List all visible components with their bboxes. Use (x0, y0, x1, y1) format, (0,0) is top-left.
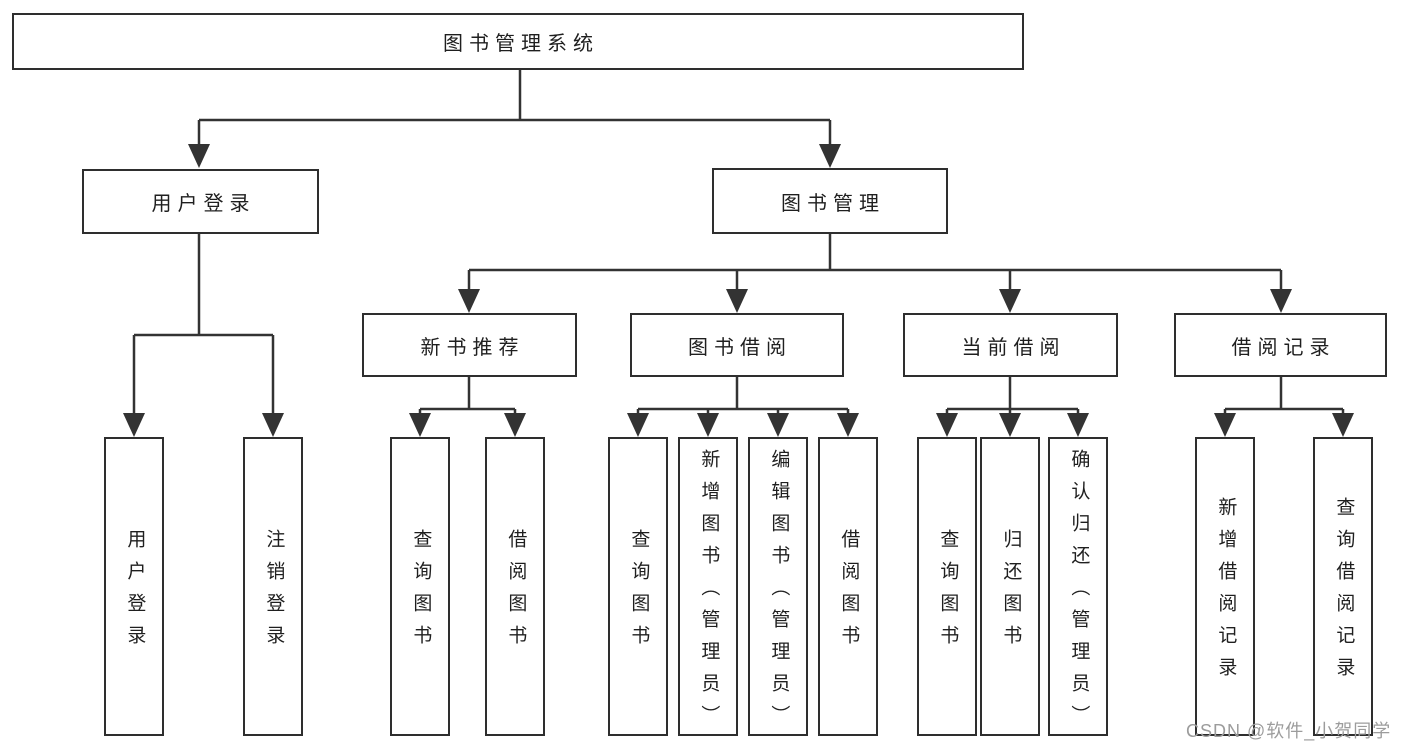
node-label: 查询借阅记录 (1333, 497, 1355, 689)
connector-current-borrowing-children (936, 377, 1089, 437)
node-label: 归还图书 (1000, 529, 1022, 657)
leaf-query-books-current: 查询图书 (917, 437, 977, 736)
node-library-management-system: 图书管理系统 (12, 13, 1024, 70)
node-current-borrowing: 当前借阅 (903, 313, 1118, 377)
node-label: 注销登录 (263, 529, 285, 657)
node-label: 借阅图书 (505, 529, 527, 657)
node-label: 查询图书 (628, 529, 650, 657)
arrowhead-icon (936, 413, 958, 437)
node-label: 用户登录 (151, 193, 256, 215)
arrowhead-icon (999, 413, 1021, 437)
node-label: 借阅记录 (1231, 336, 1336, 359)
node-label: 新增借阅记录 (1215, 497, 1237, 689)
arrowhead-icon (1067, 413, 1089, 437)
arrowhead-icon (1332, 413, 1354, 437)
connector-book-borrowing-children (627, 377, 859, 437)
connector-root-to-level2 (188, 70, 841, 168)
arrowhead-icon (188, 144, 210, 168)
node-label: 查询图书 (937, 529, 959, 657)
leaf-query-books-borrowing: 查询图书 (608, 437, 668, 736)
node-label: 编辑图书（管理员） (768, 449, 790, 737)
node-label: 新书推荐 (420, 336, 525, 359)
arrowhead-icon (627, 413, 649, 437)
leaf-query-books-recommend: 查询图书 (390, 437, 450, 736)
arrowhead-icon (409, 413, 431, 437)
connector-new-book-children (409, 377, 526, 437)
arrowhead-icon (999, 289, 1021, 313)
node-user-login: 用户登录 (82, 169, 319, 234)
node-label: 用户登录 (124, 529, 146, 657)
arrowhead-icon (504, 413, 526, 437)
arrowhead-icon (767, 413, 789, 437)
leaf-query-borrow-record: 查询借阅记录 (1313, 437, 1373, 736)
node-label: 图书借阅 (688, 336, 792, 359)
arrowhead-icon (458, 289, 480, 313)
leaf-user-login: 用户登录 (104, 437, 164, 736)
node-label: 图书管理 (781, 192, 885, 215)
leaf-return-books: 归还图书 (980, 437, 1040, 736)
node-label: 新增图书（管理员） (698, 449, 720, 737)
node-label: 确认归还（管理员） (1068, 449, 1090, 737)
arrowhead-icon (123, 413, 145, 437)
watermark: CSDN @软件_小贺同学 (1186, 721, 1392, 741)
connector-borrowing-records-children (1214, 377, 1354, 437)
node-book-management: 图书管理 (712, 168, 948, 234)
arrowhead-icon (726, 289, 748, 313)
leaf-add-borrow-record: 新增借阅记录 (1195, 437, 1255, 736)
connector-user-login-children (123, 234, 284, 437)
leaf-logout-login: 注销登录 (243, 437, 303, 736)
node-book-borrowing: 图书借阅 (630, 313, 844, 377)
leaf-add-books-admin: 新增图书（管理员） (678, 437, 738, 737)
node-label: 查询图书 (410, 529, 432, 657)
node-label: 图书管理系统 (443, 33, 599, 55)
node-label: 当前借阅 (961, 336, 1066, 359)
arrowhead-icon (1270, 289, 1292, 313)
leaf-edit-books-admin: 编辑图书（管理员） (748, 437, 808, 737)
leaf-borrow-books-recommend: 借阅图书 (485, 437, 545, 736)
node-borrowing-records: 借阅记录 (1174, 313, 1387, 377)
node-new-book-recommendation: 新书推荐 (362, 313, 577, 377)
arrowhead-icon (1214, 413, 1236, 437)
arrowhead-icon (262, 413, 284, 437)
connector-book-management-children (458, 234, 1292, 313)
arrowhead-icon (837, 413, 859, 437)
arrowhead-icon (819, 144, 841, 168)
leaf-confirm-return-admin: 确认归还（管理员） (1048, 437, 1108, 737)
leaf-borrow-books-borrowing: 借阅图书 (818, 437, 878, 736)
node-label: 借阅图书 (838, 529, 860, 657)
arrowhead-icon (697, 413, 719, 437)
